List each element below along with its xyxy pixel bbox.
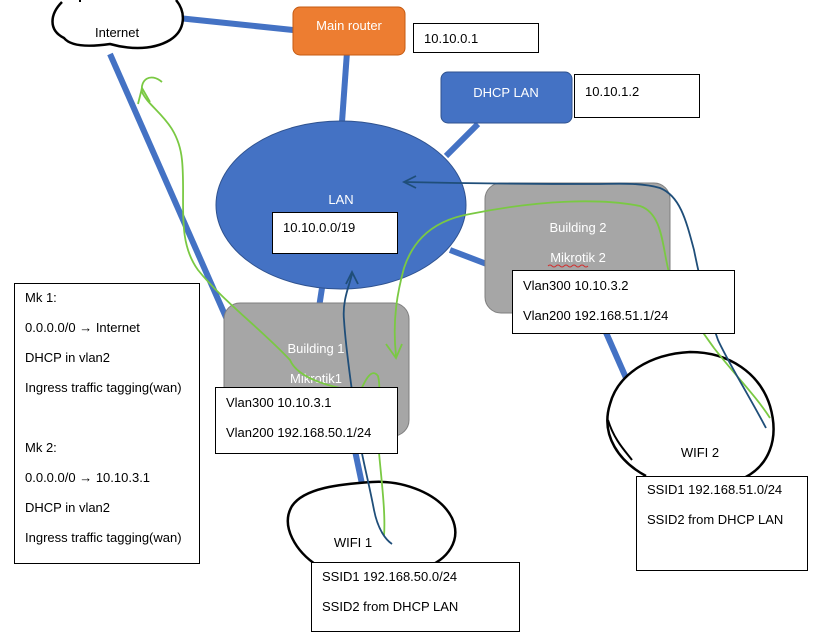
mikrotik2-spellcheck-squiggle <box>547 264 589 268</box>
main-router-ip: 10.10.0.1 <box>424 31 479 46</box>
mk1-vlan300: Vlan300 10.10.3.1 <box>226 395 332 410</box>
green-arrowhead-internet <box>137 85 151 105</box>
wifi2-ssid2: SSID2 from DHCP LAN <box>647 512 784 527</box>
link-internet-router <box>177 15 294 33</box>
mk1-title: Mk 1: <box>25 290 57 305</box>
dhcp-lan-ip-box: 10.10.1.2 <box>574 74 700 118</box>
wifi1-ssid-box: SSID1 192.168.50.0/24 SSID2 from DHCP LA… <box>311 562 520 632</box>
dhcp-lan-ip: 10.10.1.2 <box>585 84 640 99</box>
mk1-tagging: Ingress traffic tagging(wan) <box>25 380 182 395</box>
dhcp-lan-node <box>440 71 573 124</box>
wifi1-cloud <box>286 480 457 570</box>
mikrotik2-vlan-box: Vlan300 10.10.3.2 Vlan200 192.168.51.1/2… <box>512 270 735 334</box>
wifi2-label: WIFI 2 <box>681 445 719 460</box>
mk2-vlan200: Vlan200 192.168.51.1/24 <box>523 308 669 323</box>
wifi2-cloud <box>606 350 775 480</box>
wifi1-ssid1: SSID1 192.168.50.0/24 <box>322 569 458 584</box>
green-path-wifi2-building2 <box>393 200 771 419</box>
mk2-vlan300: Vlan300 10.10.3.2 <box>523 278 629 293</box>
mk1-route: 0.0.0.0/0 → Internet <box>25 320 140 335</box>
link-router-lan <box>339 51 350 123</box>
mk1-dhcp: DHCP in vlan2 <box>25 350 111 365</box>
navy-arrowhead-lan <box>345 269 359 285</box>
wifi2-cloud-tail <box>607 419 633 461</box>
internet-label: Internet <box>95 25 139 40</box>
wifi1-label: WIFI 1 <box>334 535 372 550</box>
dhcp-lan-label: DHCP LAN <box>473 85 539 100</box>
internet-cloud <box>51 0 184 50</box>
wifi2-ssid-box: SSID1 192.168.51.0/24 SSID2 from DHCP LA… <box>636 476 808 571</box>
main-router-label: Main router <box>316 18 382 33</box>
navy-arrowhead-lan-2 <box>401 175 417 189</box>
building1-label: Building 1 <box>287 341 344 356</box>
lan-subnet: 10.10.0.0/19 <box>283 220 356 235</box>
mikrotik2-label: Mikrotik 2 <box>550 250 606 265</box>
wifi1-ssid2: SSID2 from DHCP LAN <box>322 599 459 614</box>
mk2-title: Mk 2: <box>25 440 57 455</box>
mikrotik1-label: Mikrotik1 <box>290 371 342 386</box>
lan-label: LAN <box>328 192 353 207</box>
lan-subnet-box: 10.10.0.0/19 <box>272 212 398 254</box>
link-dhcp-lan <box>443 121 481 159</box>
wifi2-ssid1: SSID1 192.168.51.0/24 <box>647 482 783 497</box>
mikrotik1-vlan-box: Vlan300 10.10.3.1 Vlan200 192.168.50.1/2… <box>215 387 398 454</box>
routing-notes-box: Mk 1: 0.0.0.0/0 → Internet DHCP in vlan2… <box>14 283 200 564</box>
mk2-tagging: Ingress traffic tagging(wan) <box>25 530 182 545</box>
mk2-dhcp: DHCP in vlan2 <box>25 500 111 515</box>
main-router-node <box>292 6 406 56</box>
main-router-ip-box: 10.10.0.1 <box>413 23 539 53</box>
navy-path-wifi2-lan <box>403 181 767 429</box>
building2-label: Building 2 <box>549 220 606 235</box>
mk1-vlan200: Vlan200 192.168.50.1/24 <box>226 425 372 440</box>
mk2-route: 0.0.0.0/0 → 10.10.3.1 <box>25 470 151 485</box>
green-arrowhead-mikrotik1 <box>385 343 403 360</box>
